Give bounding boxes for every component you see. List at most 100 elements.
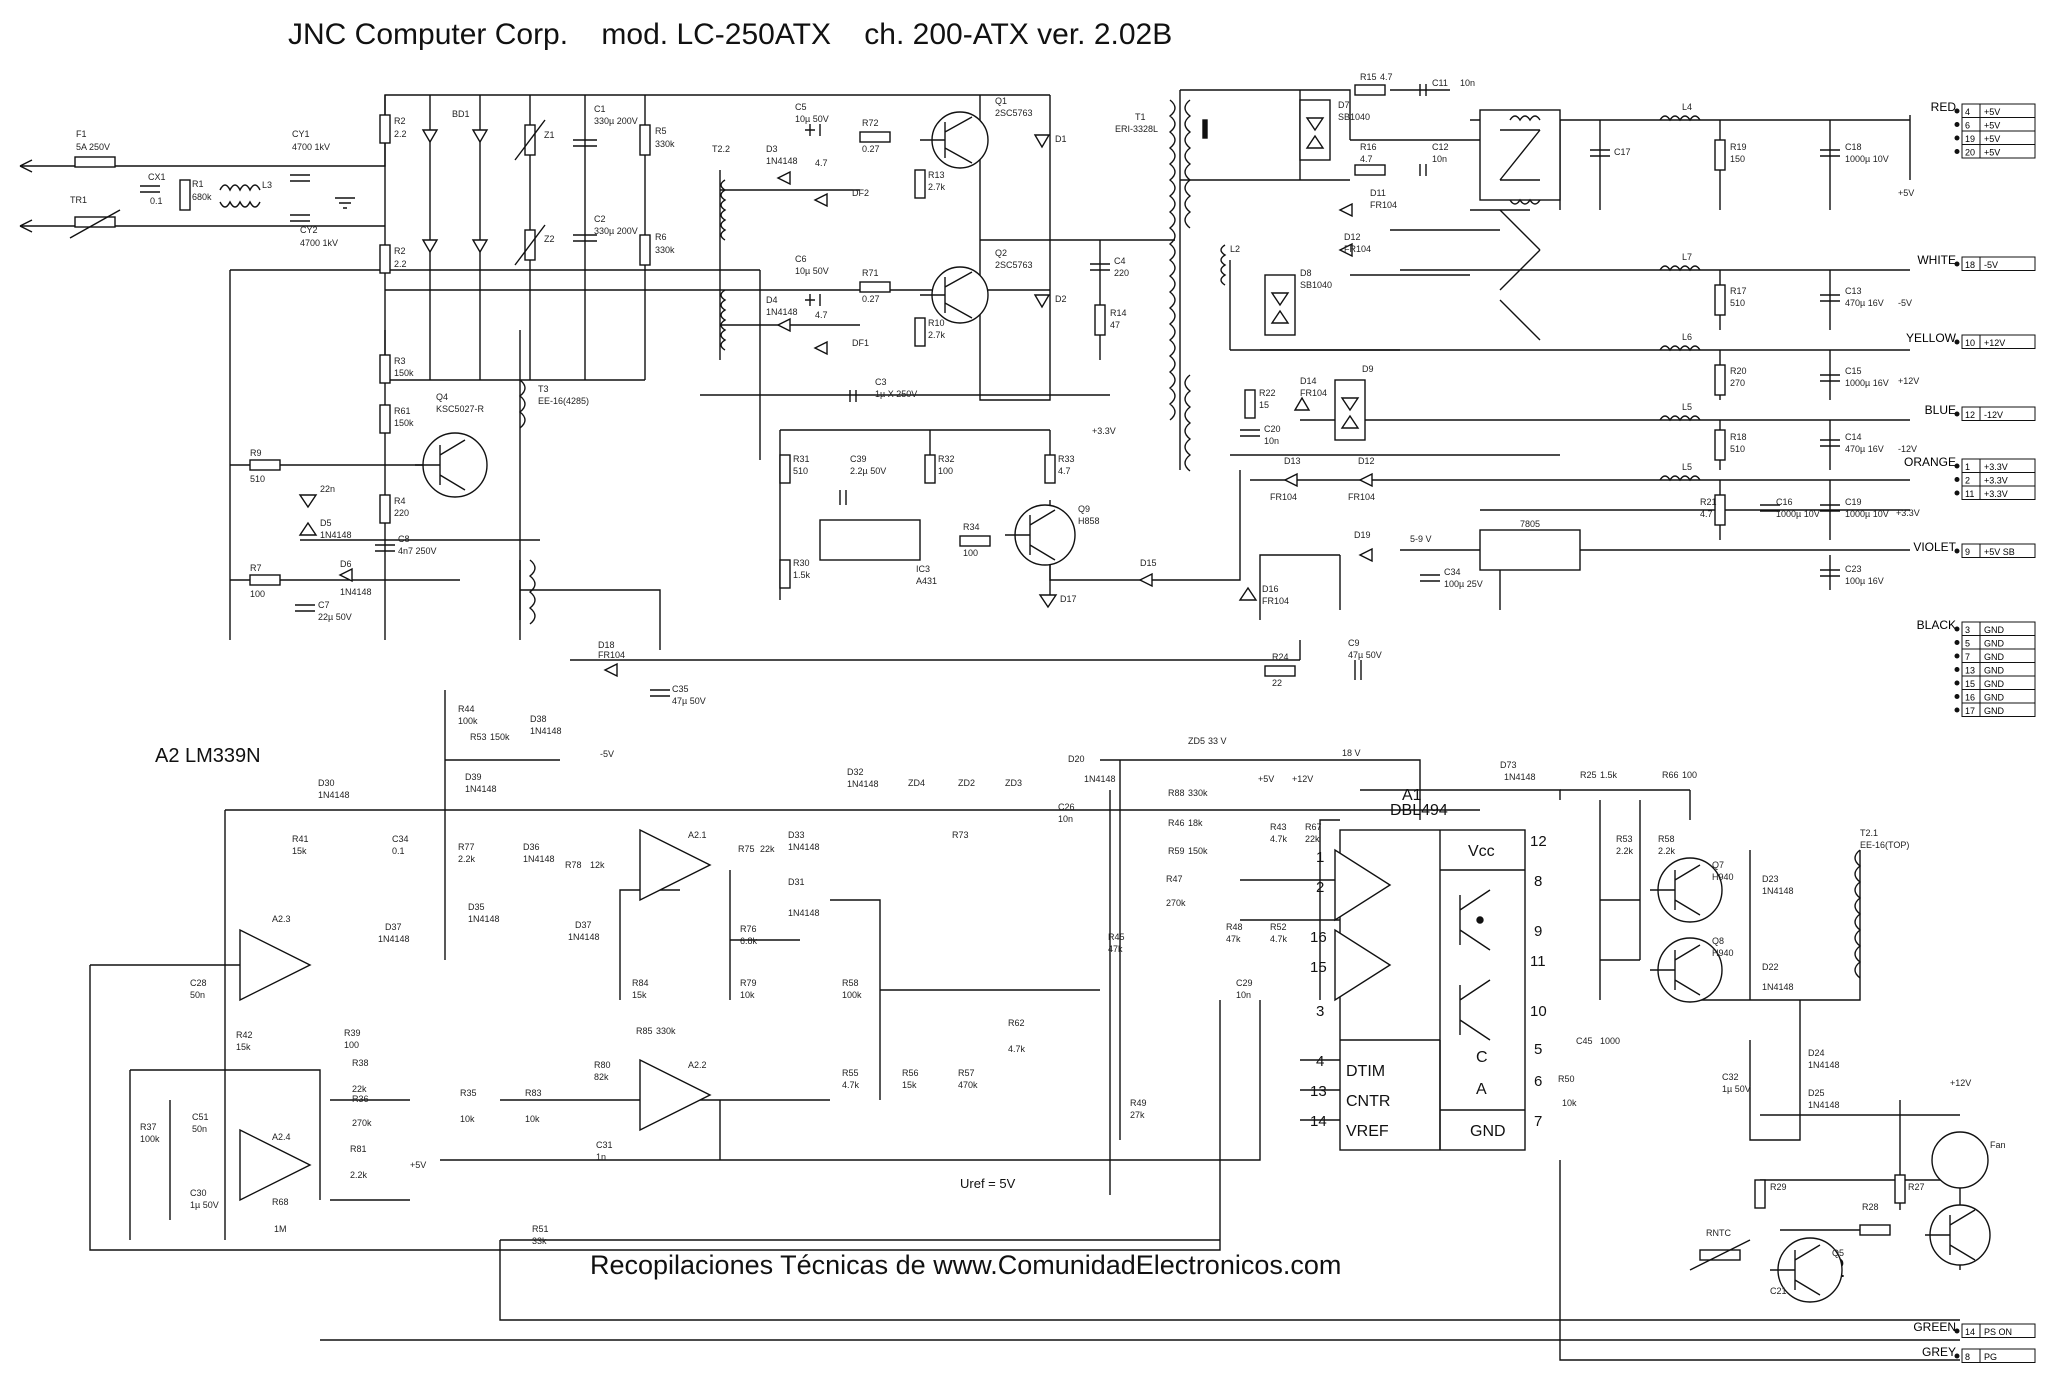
label-r34-value: 100: [963, 548, 978, 558]
label-c14-value: 470µ 16V: [1845, 444, 1884, 454]
label-r81: R81: [350, 1144, 367, 1154]
label-r17: R17: [1730, 286, 1747, 296]
label-d5-value: 1N4148: [320, 530, 352, 540]
label-r16-value: 4.7: [1360, 154, 1373, 164]
label-d73-value: 1N4148: [1504, 772, 1536, 782]
label-r5: R5: [655, 126, 667, 136]
label-d23-value: 1N4148: [1762, 886, 1794, 896]
ic-dbl494-vcc: Vcc: [1468, 843, 1495, 860]
label-q4: Q4: [436, 392, 448, 402]
label-r2-value: 2.2: [394, 129, 407, 139]
connector-junction-dot: [1954, 640, 1960, 645]
label-d35: D35: [468, 902, 485, 912]
connector-signal-box: [1979, 1348, 2036, 1363]
label-c26: C26: [1058, 802, 1075, 812]
label-c30-value: 1µ 50V: [190, 1200, 219, 1210]
component-symbols: [19, 84, 1991, 1303]
label-zd2: ZD2: [958, 778, 975, 788]
label-d22-value: 1N4148: [1762, 982, 1794, 992]
label-ic7805: 7805: [1520, 519, 1540, 529]
label-cy2: CY2: [300, 225, 318, 235]
label-r18: R18: [1730, 432, 1747, 442]
label-d39: D39: [465, 772, 482, 782]
label-a23: A2.3: [272, 914, 291, 924]
ic-pin-6: 6: [1534, 1073, 1542, 1090]
connector-signal-name: +3.3V: [1984, 489, 2008, 499]
connector-pin-number: 4: [1965, 107, 1970, 117]
label-r33-value: 4.7: [1058, 466, 1071, 476]
label-a24: A2.4: [272, 1132, 291, 1142]
label-c19: C19: [1845, 497, 1862, 507]
ic-pin-10: 10: [1530, 1003, 1547, 1020]
connector-junction-dot: [1954, 548, 1960, 554]
connector-pin-number: 12: [1965, 410, 1975, 420]
label-c12-value: 10n: [1432, 154, 1447, 164]
label-r75: R75: [738, 844, 755, 854]
label-c34: C34: [1444, 567, 1461, 577]
label-r25: R25: [1580, 770, 1597, 780]
label-t21: T2.1: [1860, 828, 1878, 838]
label-d5: D5: [320, 518, 332, 528]
ic-dbl494-dtim: DTIM: [1346, 1063, 1385, 1080]
label-l5: L5: [1682, 402, 1692, 412]
label-r31-value: 510: [793, 466, 808, 476]
label-c29-value: 10n: [1236, 990, 1251, 1000]
label-r42-value: 15k: [236, 1042, 251, 1052]
label-t3: T3: [538, 384, 549, 394]
label-bd1: BD1: [452, 109, 470, 119]
label-c8-value: 4n7 250V: [398, 546, 437, 556]
label-d37b-value: 1N4148: [568, 932, 600, 942]
label-ic3-value: A431: [916, 576, 937, 586]
ic-dbl494-ref: A1: [1402, 787, 1422, 804]
connector-signal-name: PS ON: [1984, 1327, 2012, 1337]
label-d30: D30: [318, 778, 335, 788]
connector-signal-name: GND: [1984, 652, 2005, 662]
label-r55-value: 4.7k: [842, 1080, 860, 1090]
label-c13-value: 470µ 16V: [1845, 298, 1884, 308]
label-r20: R20: [1730, 366, 1747, 376]
label-t1: T1: [1135, 112, 1146, 122]
label-r6-value: 330k: [655, 245, 675, 255]
label-d24-value: 1N4148: [1808, 1060, 1840, 1070]
label-d24: D24: [1808, 1048, 1825, 1058]
label-r72: R72: [862, 118, 879, 128]
label-r68: R68: [272, 1197, 289, 1207]
label-c29: C29: [1236, 978, 1253, 988]
label-d13: D13: [1284, 456, 1301, 466]
connector-junction-dot: [1954, 463, 1960, 469]
label-c13: C13: [1845, 286, 1862, 296]
wire-color-white: WHITE: [1917, 253, 1956, 267]
label-l2: L2: [1230, 244, 1240, 254]
label-d73: D73: [1500, 760, 1517, 770]
label-q1: Q1: [995, 96, 1007, 106]
label-df1: DF1: [852, 338, 869, 348]
wire-color-blue: BLUE: [1925, 403, 1956, 417]
label-r84: R84: [632, 978, 649, 988]
ic-pin-2: 2: [1316, 879, 1324, 896]
label-r35-value: 10k: [460, 1114, 475, 1124]
connector-pin-number: 6: [1965, 121, 1970, 131]
label-d38: D38: [530, 714, 547, 724]
label-rail-18v: 18 V: [1342, 748, 1361, 758]
ic-pin-3: 3: [1316, 1003, 1324, 1020]
label-a22: A2.2: [688, 1060, 707, 1070]
label-uref: Uref = 5V: [960, 1176, 1016, 1191]
label-q8-value: H940: [1712, 948, 1734, 958]
label-r24-value: 22: [1272, 678, 1282, 688]
label-r36-value: 270k: [352, 1118, 372, 1128]
label-t-m5v: -5V: [1898, 298, 1912, 308]
label-r58: R58: [842, 978, 859, 988]
label-r24: R24: [1272, 652, 1289, 662]
label-r76-value: 6.8k: [740, 936, 758, 946]
label-r88: R88: [1168, 788, 1185, 798]
label-l4: L4: [1682, 102, 1692, 112]
label-r48-value: 47k: [1226, 934, 1241, 944]
label-r53b-value: 2.2k: [1616, 846, 1634, 856]
connector-pin-number: 13: [1965, 666, 1975, 676]
label-r19: R19: [1730, 142, 1747, 152]
label-c7-value: 22µ 50V: [318, 612, 352, 622]
label-d18-value: FR104: [598, 650, 625, 660]
label-r52: R52: [1270, 922, 1287, 932]
connector-pin-number: 7: [1965, 652, 1970, 662]
footer-credit: Recopilaciones Técnicas de www.Comunidad…: [590, 1250, 1342, 1280]
